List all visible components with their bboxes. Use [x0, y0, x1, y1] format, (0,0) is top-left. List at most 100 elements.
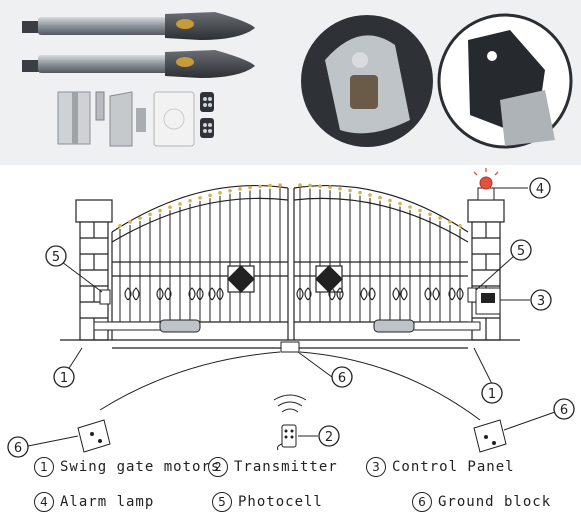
gate-scroll — [328, 287, 344, 301]
gate-finial — [178, 202, 182, 206]
svg-text:1: 1 — [60, 371, 68, 386]
gate-finial — [388, 198, 392, 203]
remote-controls-photo — [200, 92, 214, 138]
legend-control-panel: 3 Control Panel — [366, 456, 515, 478]
gate-finial — [408, 205, 412, 209]
alarm-lamp — [473, 168, 499, 201]
motor-product-photo-lower — [22, 50, 255, 78]
callout-photocell-left: 5 — [45, 245, 67, 267]
gate-finial — [428, 212, 432, 217]
leader-ground-left — [27, 435, 79, 447]
svg-text:5: 5 — [517, 244, 525, 259]
left-swing-arc — [99, 351, 281, 411]
leader-photocell-left — [61, 261, 103, 293]
ground-block-center — [280, 341, 300, 353]
legend-label: Transmitter — [234, 459, 338, 475]
gate-finial — [298, 183, 302, 187]
gate-scroll — [424, 287, 440, 301]
svg-text:3: 3 — [537, 294, 545, 309]
gate-finial — [208, 193, 212, 198]
legend-number: 3 — [366, 457, 386, 477]
svg-text:2: 2 — [325, 430, 333, 445]
legend-label: Ground block — [438, 494, 552, 510]
mounting-brackets-photo — [57, 91, 146, 147]
gate-finial — [318, 184, 322, 189]
gate-finial — [248, 185, 252, 190]
legend-photocell: 5 Photocell — [212, 491, 323, 513]
gate-finial — [238, 187, 242, 191]
right-swing-motor — [373, 319, 481, 333]
gate-finial — [158, 208, 162, 213]
gate-scroll — [188, 287, 204, 301]
gate-finial — [358, 190, 362, 195]
legend-number: 5 — [212, 492, 232, 512]
leader-motor-right — [473, 347, 493, 385]
svg-text:5: 5 — [52, 250, 60, 265]
gate-finial — [458, 224, 462, 228]
gate-finial — [368, 193, 372, 197]
gate-finial — [448, 220, 452, 224]
callout-ground-left: 6 — [7, 436, 29, 458]
legend-label: Alarm lamp — [60, 494, 155, 510]
legend-ground-block: 6 Ground block — [412, 491, 551, 513]
gate-scroll — [448, 287, 464, 301]
gate-scroll — [360, 287, 376, 301]
gate-scroll — [208, 287, 224, 301]
callout-motor-left: 1 — [53, 366, 75, 388]
callout-photocell-right: 5 — [510, 239, 532, 261]
callout-ground-right: 6 — [553, 398, 575, 420]
left-gate-ornament — [227, 265, 255, 293]
gate-finials — [118, 183, 462, 228]
right-swing-arc — [299, 351, 481, 421]
gate-finial — [228, 188, 232, 193]
legend-number: 1 — [34, 457, 54, 477]
gate-finial — [258, 184, 262, 189]
gate-finial — [168, 205, 172, 210]
right-gate-ornament — [315, 265, 343, 293]
callout-transmitter: 2 — [318, 425, 340, 447]
gate-scroll — [156, 287, 172, 301]
svg-text:6: 6 — [338, 371, 346, 386]
svg-text:6: 6 — [560, 403, 568, 418]
motor-closeup-photo-left — [301, 15, 433, 147]
transmitter-icon — [273, 394, 307, 451]
legend-transmitter: 2 Transmitter — [208, 456, 338, 478]
piston-closeup-photo-right — [437, 13, 573, 149]
gate-finial — [308, 183, 312, 188]
gate-finial — [118, 224, 122, 228]
legend-alarm-lamp: 4 Alarm lamp — [34, 491, 154, 513]
callout-alarm-lamp: 4 — [529, 177, 551, 199]
leader-photocell-right — [475, 255, 515, 291]
gate-finial — [438, 216, 442, 220]
svg-text:4: 4 — [536, 182, 544, 197]
gate-scroll-pattern — [124, 287, 464, 301]
motor-product-photo-upper — [22, 12, 255, 40]
gate-scroll — [124, 287, 140, 301]
callout-ground-center: 6 — [331, 366, 353, 388]
svg-text:1: 1 — [488, 387, 496, 402]
gate-scroll — [296, 287, 312, 301]
gate-finial — [188, 198, 192, 203]
leader-ground-center — [297, 351, 333, 378]
legend-label: Photocell — [238, 494, 323, 510]
gate-finial — [218, 191, 222, 195]
gate-finial — [278, 183, 282, 187]
legend-number: 2 — [208, 457, 228, 477]
left-gate-pillar — [75, 199, 113, 341]
ground-block-right — [473, 419, 507, 453]
gate-finial — [268, 183, 272, 188]
svg-text:6: 6 — [14, 441, 22, 456]
photocell-left — [99, 289, 111, 305]
gate-finial — [348, 188, 352, 193]
gate-finial — [418, 208, 422, 213]
control-box-photo — [153, 91, 195, 147]
gate-finial — [128, 220, 132, 224]
gate-finial — [338, 186, 342, 191]
legend-label: Swing gate motors — [60, 459, 221, 475]
gate-scroll — [392, 287, 408, 301]
legend-swing-gate-motors: 1 Swing gate motors — [34, 456, 220, 478]
gate-finial — [138, 216, 142, 220]
callout-control-panel: 3 — [530, 289, 552, 311]
gate-finial — [328, 185, 332, 190]
